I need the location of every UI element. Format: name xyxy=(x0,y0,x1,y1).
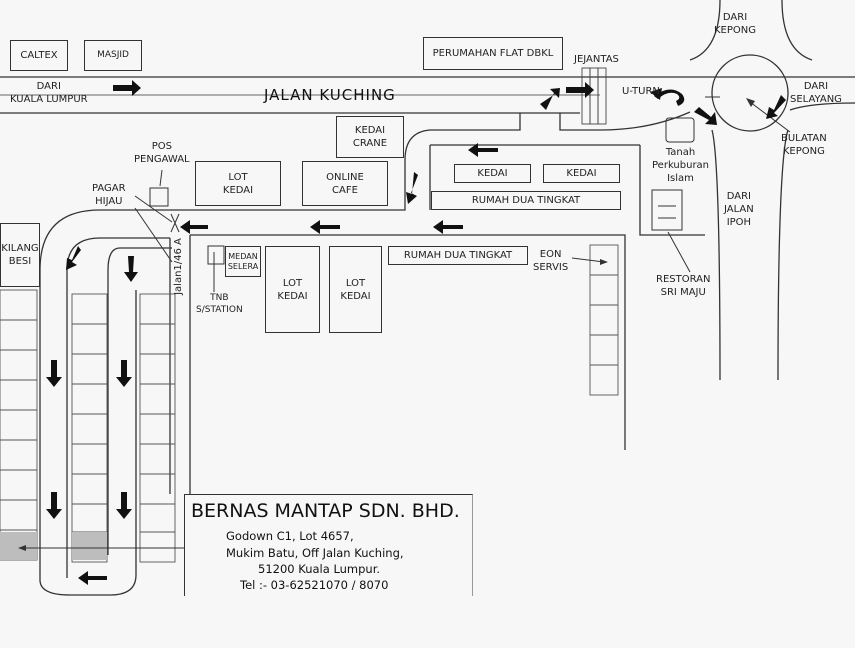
road-selayang-lower xyxy=(789,102,855,111)
road-kepong-left xyxy=(689,0,721,61)
road-name-jalan-kuching: JALAN KUCHING xyxy=(264,86,396,104)
arrow-roundabout-2 xyxy=(766,95,786,119)
loop-inner-left xyxy=(66,237,170,578)
tnb-station-label: TNB S/STATION xyxy=(196,293,243,315)
road-inner-top xyxy=(190,113,521,211)
restoran-box xyxy=(651,189,683,231)
kilang-besi-box: KILANG BESI xyxy=(0,223,40,287)
roundabout xyxy=(711,54,789,132)
pos-pengawal-label: POS PENGAWAL xyxy=(134,141,190,165)
address-line-1: Godown C1, Lot 4657, xyxy=(226,529,354,543)
guard-post xyxy=(149,187,169,207)
loop-inner-right xyxy=(107,247,172,555)
road-uturn-curve xyxy=(559,111,691,131)
godown-highlight-1 xyxy=(0,532,37,560)
rumah-dua-tingkat-bottom-box: RUMAH DUA TINGKAT xyxy=(388,246,528,265)
eon-servis-label: EON SERVIS xyxy=(533,249,569,273)
pos-pointer xyxy=(159,169,163,187)
arrow-down-3 xyxy=(116,360,132,387)
rumah-dua-tingkat-top-box: RUMAH DUA TINGKAT xyxy=(431,191,621,210)
road-lower xyxy=(190,234,626,450)
from-selayang-label: DARI SELAYANG xyxy=(790,81,842,105)
from-kepong-label: DARI KEPONG xyxy=(714,12,757,36)
kedai-1-box: KEDAI xyxy=(454,164,531,183)
u-turn-label: U-TURN xyxy=(622,86,660,97)
caltex-box: CALTEX xyxy=(10,40,68,71)
tnb-box xyxy=(207,245,225,265)
arrow-down-inner xyxy=(406,172,418,204)
jalan-146a-label: Jalan1/46 A xyxy=(172,238,184,295)
godown-highlight-2 xyxy=(72,532,107,560)
arrow-sw-loop xyxy=(66,246,81,270)
lot-kedai-2-box: LOT KEDAI xyxy=(329,246,382,333)
tanah-perkuburan-label: Tanah Perkuburan Islam xyxy=(652,147,710,184)
pagar-pointer-2 xyxy=(134,207,173,263)
uturn-arrow xyxy=(654,89,685,106)
company-address-box: BERNAS MANTAP SDN. BHD. Godown C1, Lot 4… xyxy=(184,494,473,596)
arrow-sw-1 xyxy=(540,88,560,110)
lot-kedai-1-box: LOT KEDAI xyxy=(265,246,320,333)
arrow-east xyxy=(566,82,594,98)
arrow-west-1 xyxy=(468,143,498,157)
direction-arrows xyxy=(46,80,786,585)
restoran-pointer xyxy=(667,231,691,273)
arrow-down-4 xyxy=(46,492,62,519)
arrow-west-3 xyxy=(310,220,340,234)
address-line-4: Tel :- 03-62521070 / 8070 xyxy=(240,578,389,592)
loop-outer xyxy=(39,209,190,580)
pointer-arrowhead xyxy=(18,545,26,551)
gate-cross-2 xyxy=(170,213,180,233)
arrow-west-bottom xyxy=(78,571,107,585)
loop-bottom xyxy=(39,290,137,596)
masjid-box: MASJID xyxy=(84,40,142,71)
pagar-hijau-label: PAGAR HIJAU xyxy=(92,183,126,207)
online-cafe-box: ONLINE CAFE xyxy=(302,161,388,206)
road-ipoh-left xyxy=(711,129,721,381)
from-jalan-ipoh-label: DARI JALAN IPOH xyxy=(724,191,754,228)
kedai-2-box: KEDAI xyxy=(543,164,620,183)
cemetery-box xyxy=(665,117,695,143)
jejantas-label: JEJANTAS xyxy=(574,54,619,65)
road-right-branch xyxy=(639,145,705,236)
bulatan-kepong-label: BULATAN KEPONG xyxy=(781,133,827,157)
arrow-west-4 xyxy=(180,220,208,234)
restoran-label: RESTORAN SRI MAJU xyxy=(656,274,711,298)
arrow-roundabout-1 xyxy=(694,107,717,125)
arrow-from-kl xyxy=(113,80,141,96)
lot-kedai-top-box: LOT KEDAI xyxy=(195,161,281,206)
arrow-down-1 xyxy=(124,256,138,282)
jejantas-bridge xyxy=(581,67,607,125)
perumahan-box: PERUMAHAN FLAT DBKL xyxy=(423,37,563,70)
road-ipoh-right xyxy=(777,129,789,381)
medan-selera-box: MEDAN SELERA xyxy=(225,246,261,277)
arrow-down-5 xyxy=(116,492,132,519)
arrow-down-2 xyxy=(46,360,62,387)
company-name: BERNAS MANTAP SDN. BHD. xyxy=(191,500,460,522)
pagar-pointer-1 xyxy=(134,195,173,223)
address-line-2: Mukim Batu, Off Jalan Kuching, xyxy=(226,546,404,560)
arrow-west-2 xyxy=(433,220,463,234)
address-line-3: 51200 Kuala Lumpur. xyxy=(258,562,381,576)
eon-pointer xyxy=(571,257,605,263)
kedai-crane-box: KEDAI CRANE xyxy=(336,116,404,158)
from-kl-label: DARI KUALA LUMPUR xyxy=(10,81,88,105)
road-kepong-right xyxy=(781,0,813,61)
